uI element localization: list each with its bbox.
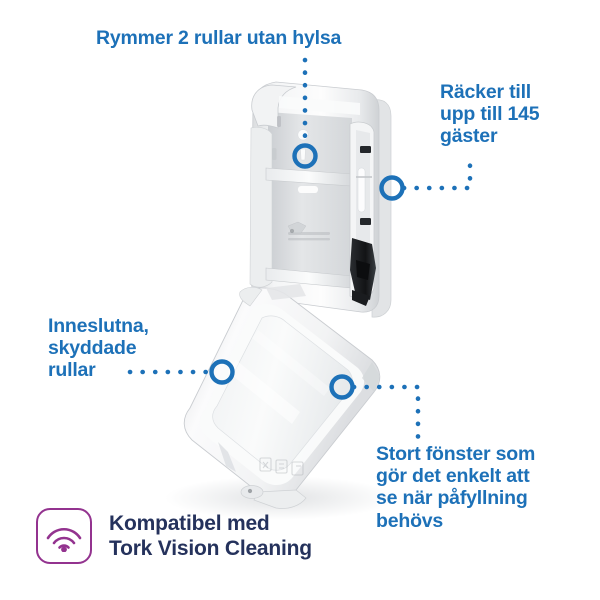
compatibility-banner: Kompatibel med Tork Vision Cleaning bbox=[36, 508, 312, 564]
marker-enclosed-rolls bbox=[209, 359, 235, 385]
wifi-signal-icon bbox=[36, 508, 92, 564]
dispenser-hinge-mechanism bbox=[350, 238, 376, 306]
dispenser-front-cover bbox=[183, 284, 381, 509]
cover-pictograms bbox=[259, 457, 304, 476]
marker-capacity-rolls bbox=[292, 143, 318, 169]
callout-enclosed-rolls: Inneslutna, skyddade rullar bbox=[48, 315, 149, 382]
connector-guest-capacity bbox=[401, 155, 473, 191]
marker-refill-window bbox=[329, 374, 355, 400]
callout-capacity-rolls: Rymmer 2 rullar utan hylsa bbox=[96, 27, 342, 49]
marker-guest-capacity bbox=[379, 175, 405, 201]
dispenser-body bbox=[249, 81, 392, 318]
cover-lock-icon bbox=[240, 485, 264, 499]
callout-guest-capacity: Räcker till upp till 145 gäster bbox=[440, 81, 540, 148]
dispenser-roll-column bbox=[349, 121, 375, 299]
compatibility-label: Kompatibel med Tork Vision Cleaning bbox=[109, 511, 312, 560]
connector-refill-window bbox=[351, 384, 421, 447]
callout-refill-window: Stort fönster som gör det enkelt att se … bbox=[376, 443, 536, 532]
